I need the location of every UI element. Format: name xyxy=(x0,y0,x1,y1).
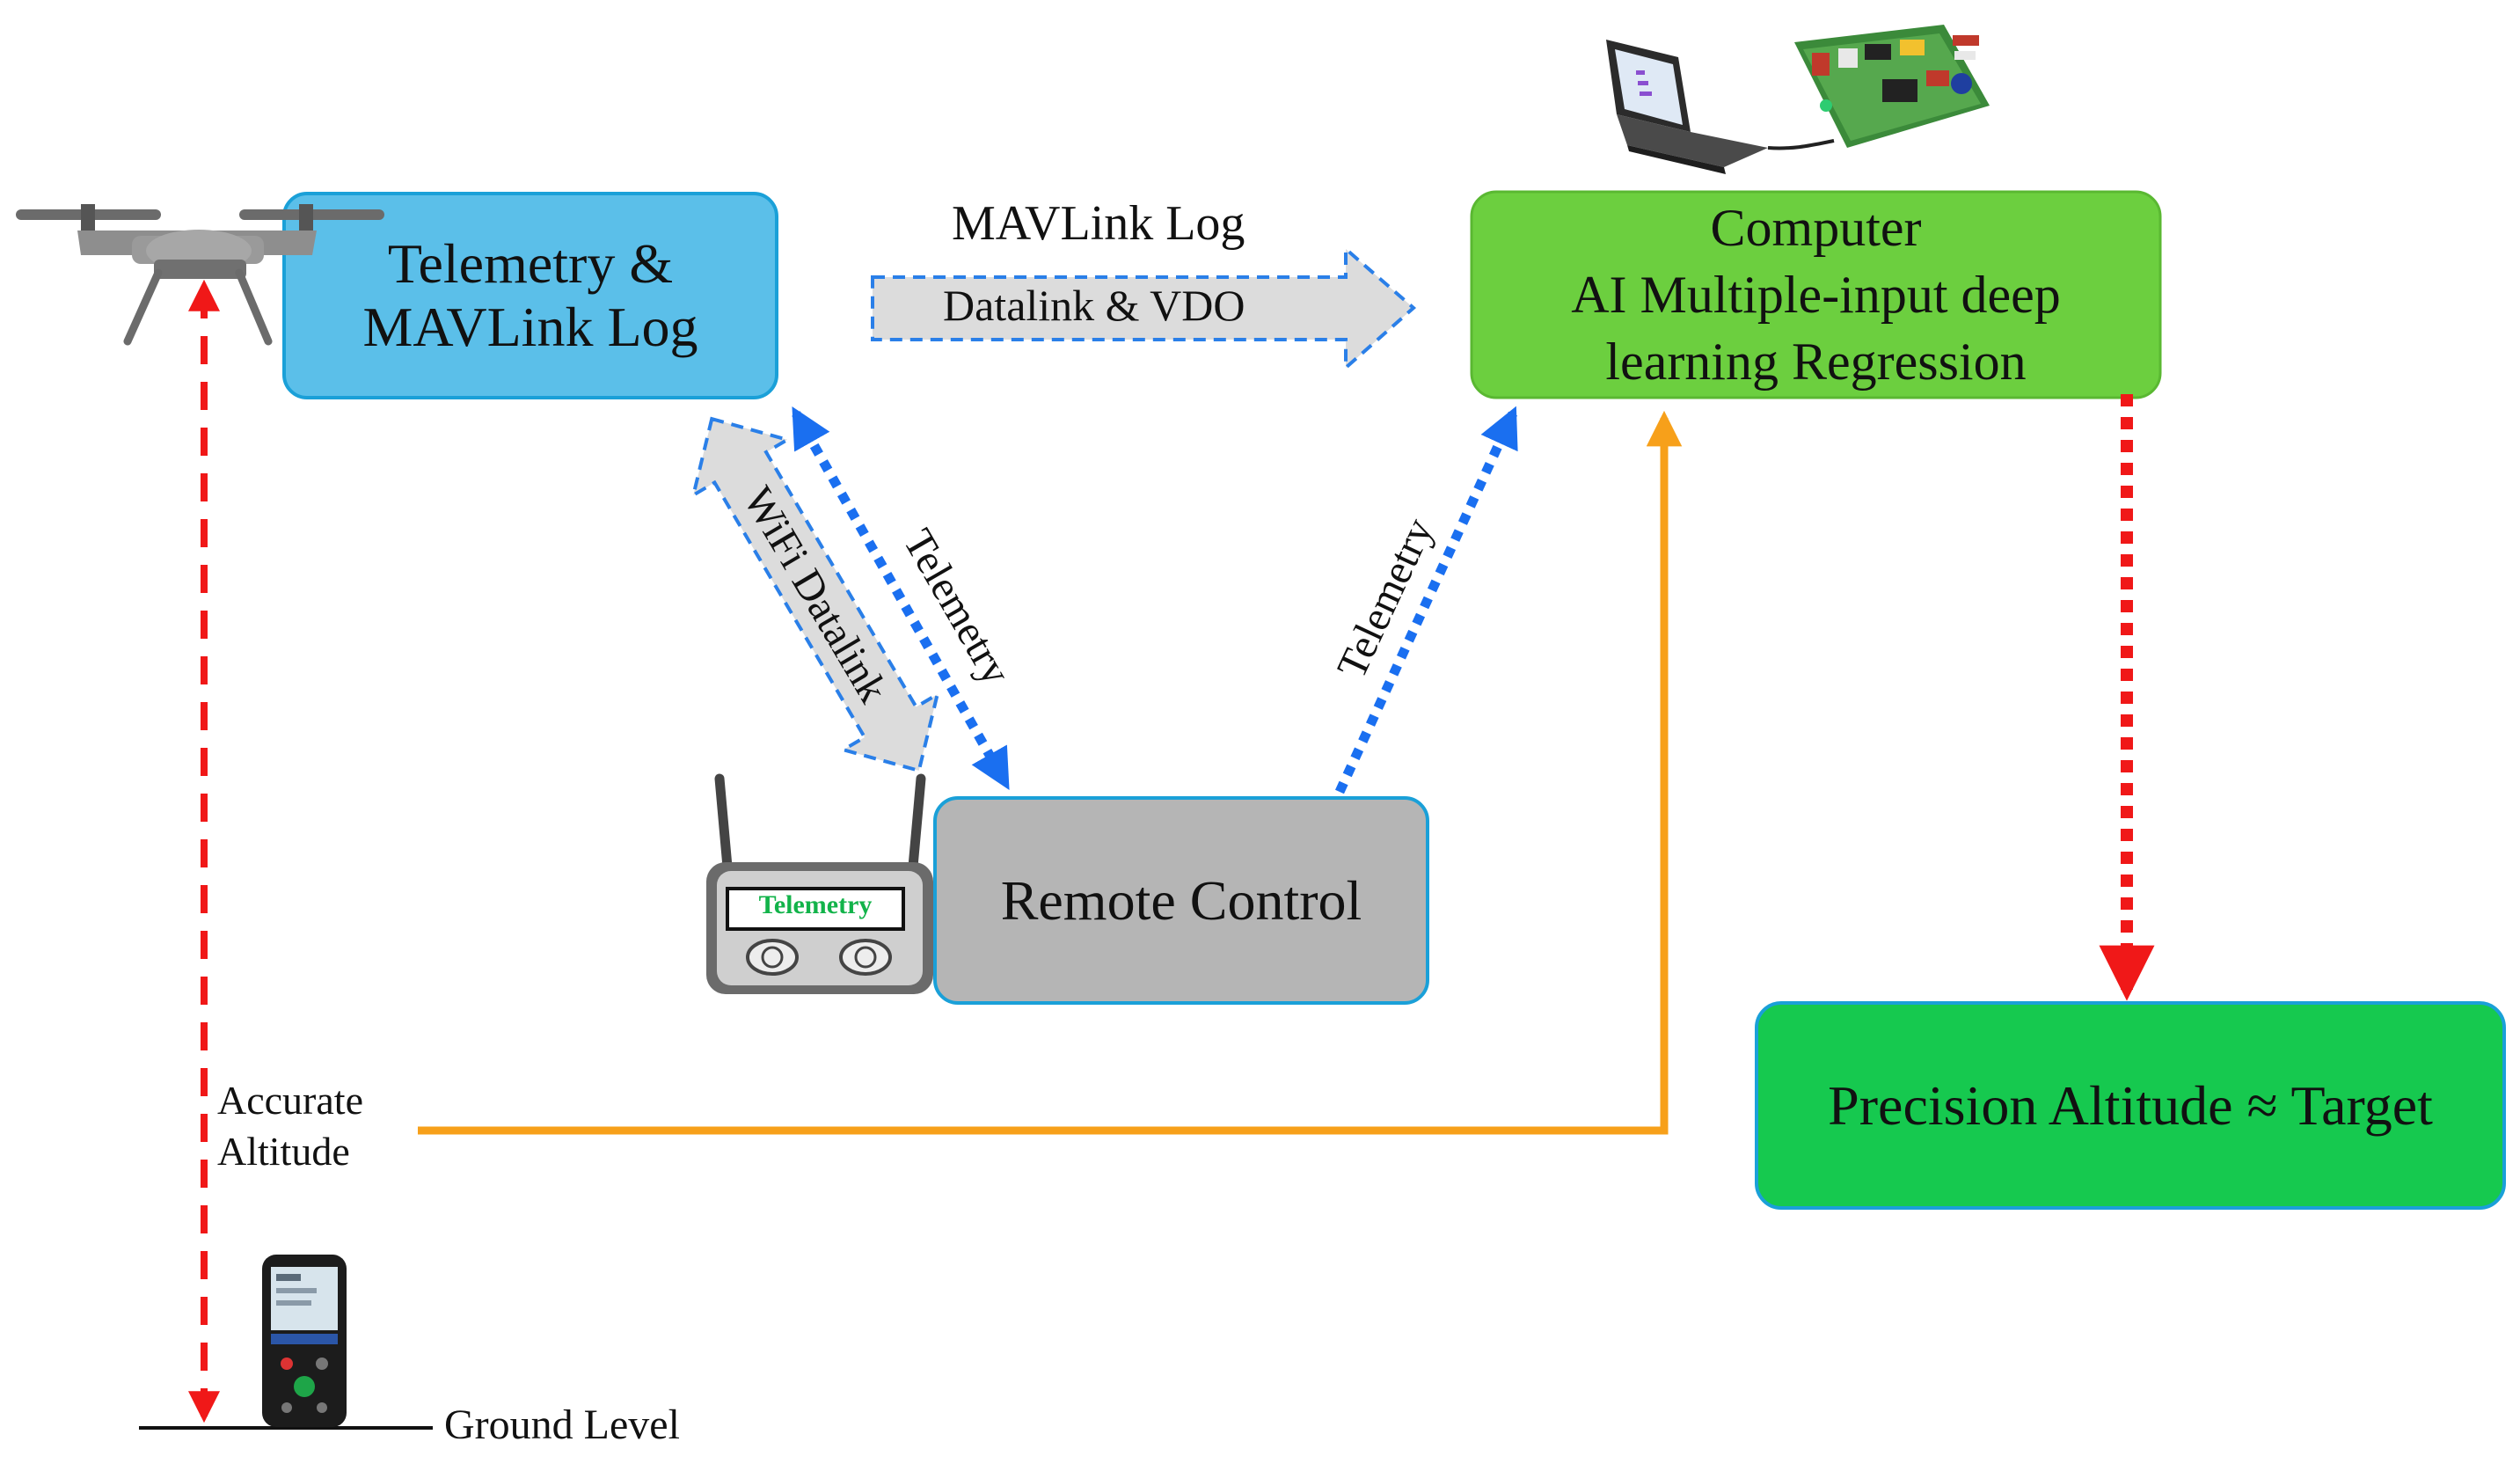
mavlink-log-label: MAVLink Log xyxy=(952,196,1245,251)
accurate-altitude-line-1: Accurate xyxy=(217,1078,363,1123)
remote-controller-icon xyxy=(706,773,933,994)
telemetry-rc-to-computer-arrow xyxy=(1334,406,1518,794)
remote-control-box xyxy=(933,796,1429,1005)
ground-level-label: Ground Level xyxy=(444,1401,680,1448)
accurate-altitude-line xyxy=(418,410,1683,1135)
computer-box xyxy=(1470,190,2162,399)
accurate-altitude-label: Accurate Altitude xyxy=(217,1075,363,1177)
telemetry-double-arrow xyxy=(792,406,1010,791)
laptop-icon xyxy=(1606,40,1835,174)
accurate-altitude-line-2: Altitude xyxy=(217,1129,350,1174)
datalink-vdo-arrow xyxy=(871,245,1417,372)
precision-altitude-box xyxy=(1755,1001,2506,1210)
rc-screen-label: Telemetry xyxy=(758,890,873,919)
datalink-vdo-label: Datalink & VDO xyxy=(943,281,1245,330)
laser-rangefinder-icon xyxy=(262,1255,347,1427)
telemetry-log-box xyxy=(282,192,778,399)
drone-icon xyxy=(16,204,384,346)
circuit-board-icon xyxy=(1794,25,1990,148)
